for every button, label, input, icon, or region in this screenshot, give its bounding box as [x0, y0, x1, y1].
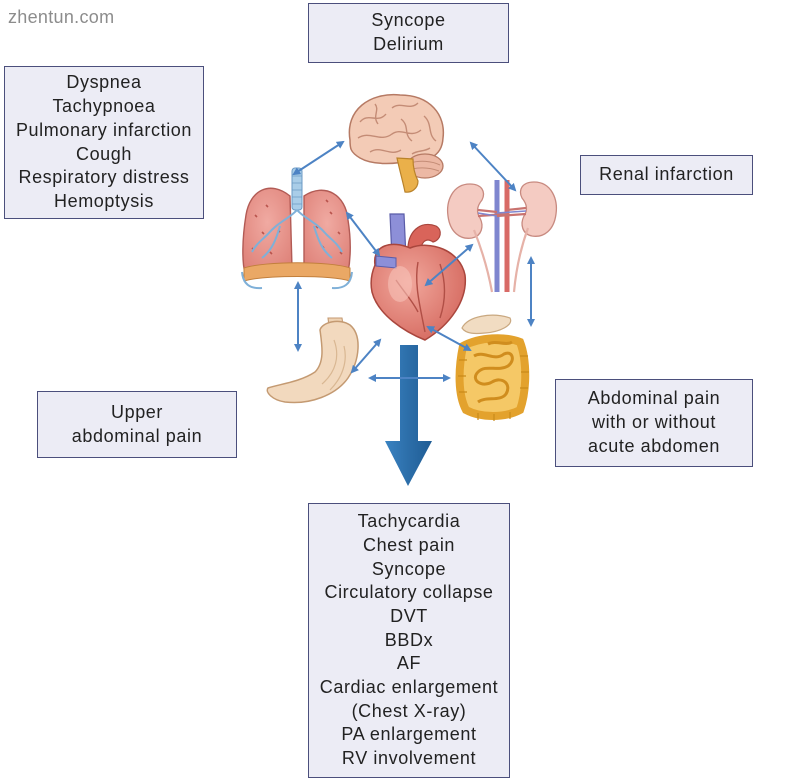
symptom-line: acute abdomen	[588, 435, 720, 456]
symptom-line: Delirium	[373, 34, 444, 54]
pleura-outline	[241, 271, 353, 290]
symptom-line: Pulmonary infarction	[15, 119, 193, 140]
symptom-line: Tachypnoea	[52, 96, 156, 117]
watermark-text: zhentun.com	[8, 7, 115, 27]
arrow-brain-kidney	[469, 141, 517, 192]
symptom-line: (Chest X-ray)	[351, 700, 467, 721]
symptom-line: Syncope	[371, 558, 447, 579]
small-intestine-loops	[473, 340, 514, 404]
symptom-line: Respiratory distress	[18, 167, 190, 188]
lung-right	[303, 189, 351, 274]
kidney-left	[446, 183, 485, 239]
heart-symptoms-box: Tachycardia Chest pain Syncope Circulato…	[308, 503, 510, 778]
kidney-right	[519, 181, 558, 237]
brain-symptoms-box: Syncope Delirium	[308, 3, 509, 63]
symptom-line: PA enlargement	[341, 724, 477, 745]
arrow-heart-kidney	[424, 243, 474, 287]
heart-highlight	[388, 266, 412, 302]
stomach-folds	[321, 339, 346, 391]
lung-symptoms-box: Dyspnea Tachypnoea Pulmonary infarction …	[4, 66, 204, 219]
arrow-heart-stomach	[350, 338, 382, 374]
bronchi	[251, 209, 343, 259]
arrow-lung-heart	[345, 211, 381, 257]
brain-gyri	[357, 102, 437, 155]
symptom-line: BBDx	[384, 629, 434, 650]
intestine-symptoms-box: Abdominal pain with or without acute abd…	[555, 379, 753, 467]
brain-illustration	[348, 93, 445, 193]
symptom-line: Abdominal pain	[587, 388, 721, 409]
heart-pulmonary-artery	[375, 255, 397, 269]
symptom-line: Cardiac enlargement	[319, 677, 499, 698]
stomach-body	[266, 320, 359, 404]
trachea-rings	[292, 175, 302, 205]
symptom-line: DVT	[390, 605, 428, 626]
symptom-line: Cough	[75, 143, 133, 164]
symptom-line: with or without	[591, 412, 717, 433]
diaphragm	[243, 262, 351, 282]
intestines-illustration	[455, 314, 530, 421]
symptom-line: AF	[396, 653, 422, 674]
renal-veins	[477, 210, 527, 217]
kidney-symptoms-box: Renal infarction	[580, 155, 753, 195]
symptom-line: Upper	[110, 401, 164, 422]
symptom-line: Dyspnea	[66, 72, 142, 93]
symptom-line: Tachycardia	[357, 511, 461, 532]
ureters	[472, 227, 530, 293]
kidneys-illustration	[446, 180, 558, 293]
stomach-illustration	[266, 317, 359, 404]
arrow-heart-intestine	[426, 326, 472, 351]
symptom-line: Hemoptysis	[53, 190, 155, 211]
arrow-lung-brain	[292, 140, 345, 176]
heart-illustration	[370, 213, 467, 341]
stomach-symptoms-box: Upper abdominal pain	[37, 391, 237, 458]
lung-left	[242, 187, 293, 274]
colon-haustra	[458, 355, 529, 421]
symptom-line: Renal infarction	[599, 164, 734, 185]
symptom-line: Chest pain	[362, 534, 456, 555]
symptom-line: abdominal pain	[71, 425, 203, 446]
pancreas	[461, 314, 512, 335]
symptom-line: Circulatory collapse	[324, 582, 494, 603]
brain-cerebrum	[348, 93, 445, 165]
lungs-illustration	[241, 167, 353, 290]
symptom-line: RV involvement	[341, 748, 477, 769]
brain-stem	[396, 157, 419, 193]
symptom-line: Syncope	[371, 10, 446, 31]
connector-arrows	[292, 140, 535, 382]
main-down-arrow	[385, 345, 432, 486]
